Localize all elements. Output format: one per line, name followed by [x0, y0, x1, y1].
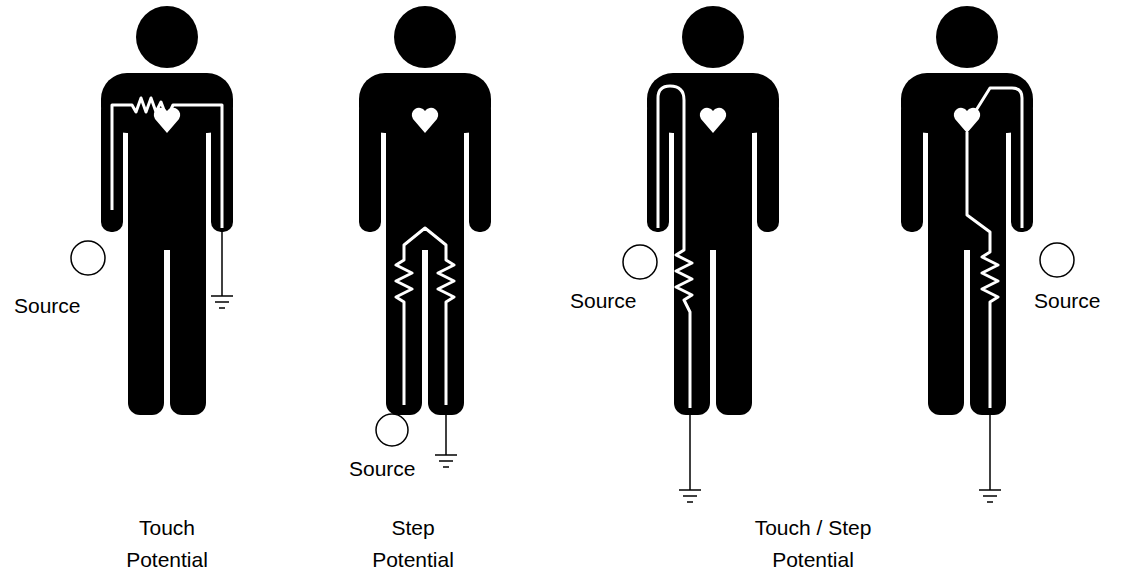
source-label: Source	[1034, 285, 1101, 317]
source-label: Source	[570, 285, 637, 317]
caption-label: Step Potential	[358, 512, 468, 576]
source-label: Source	[14, 290, 81, 322]
human-figure	[71, 6, 233, 415]
human-figure	[901, 6, 1074, 502]
caption-label: Touch / Step Potential	[728, 512, 898, 576]
human-figure	[623, 6, 779, 502]
source-label: Source	[349, 453, 416, 485]
human-figure	[359, 6, 491, 467]
caption-label: Touch Potential	[112, 512, 222, 576]
